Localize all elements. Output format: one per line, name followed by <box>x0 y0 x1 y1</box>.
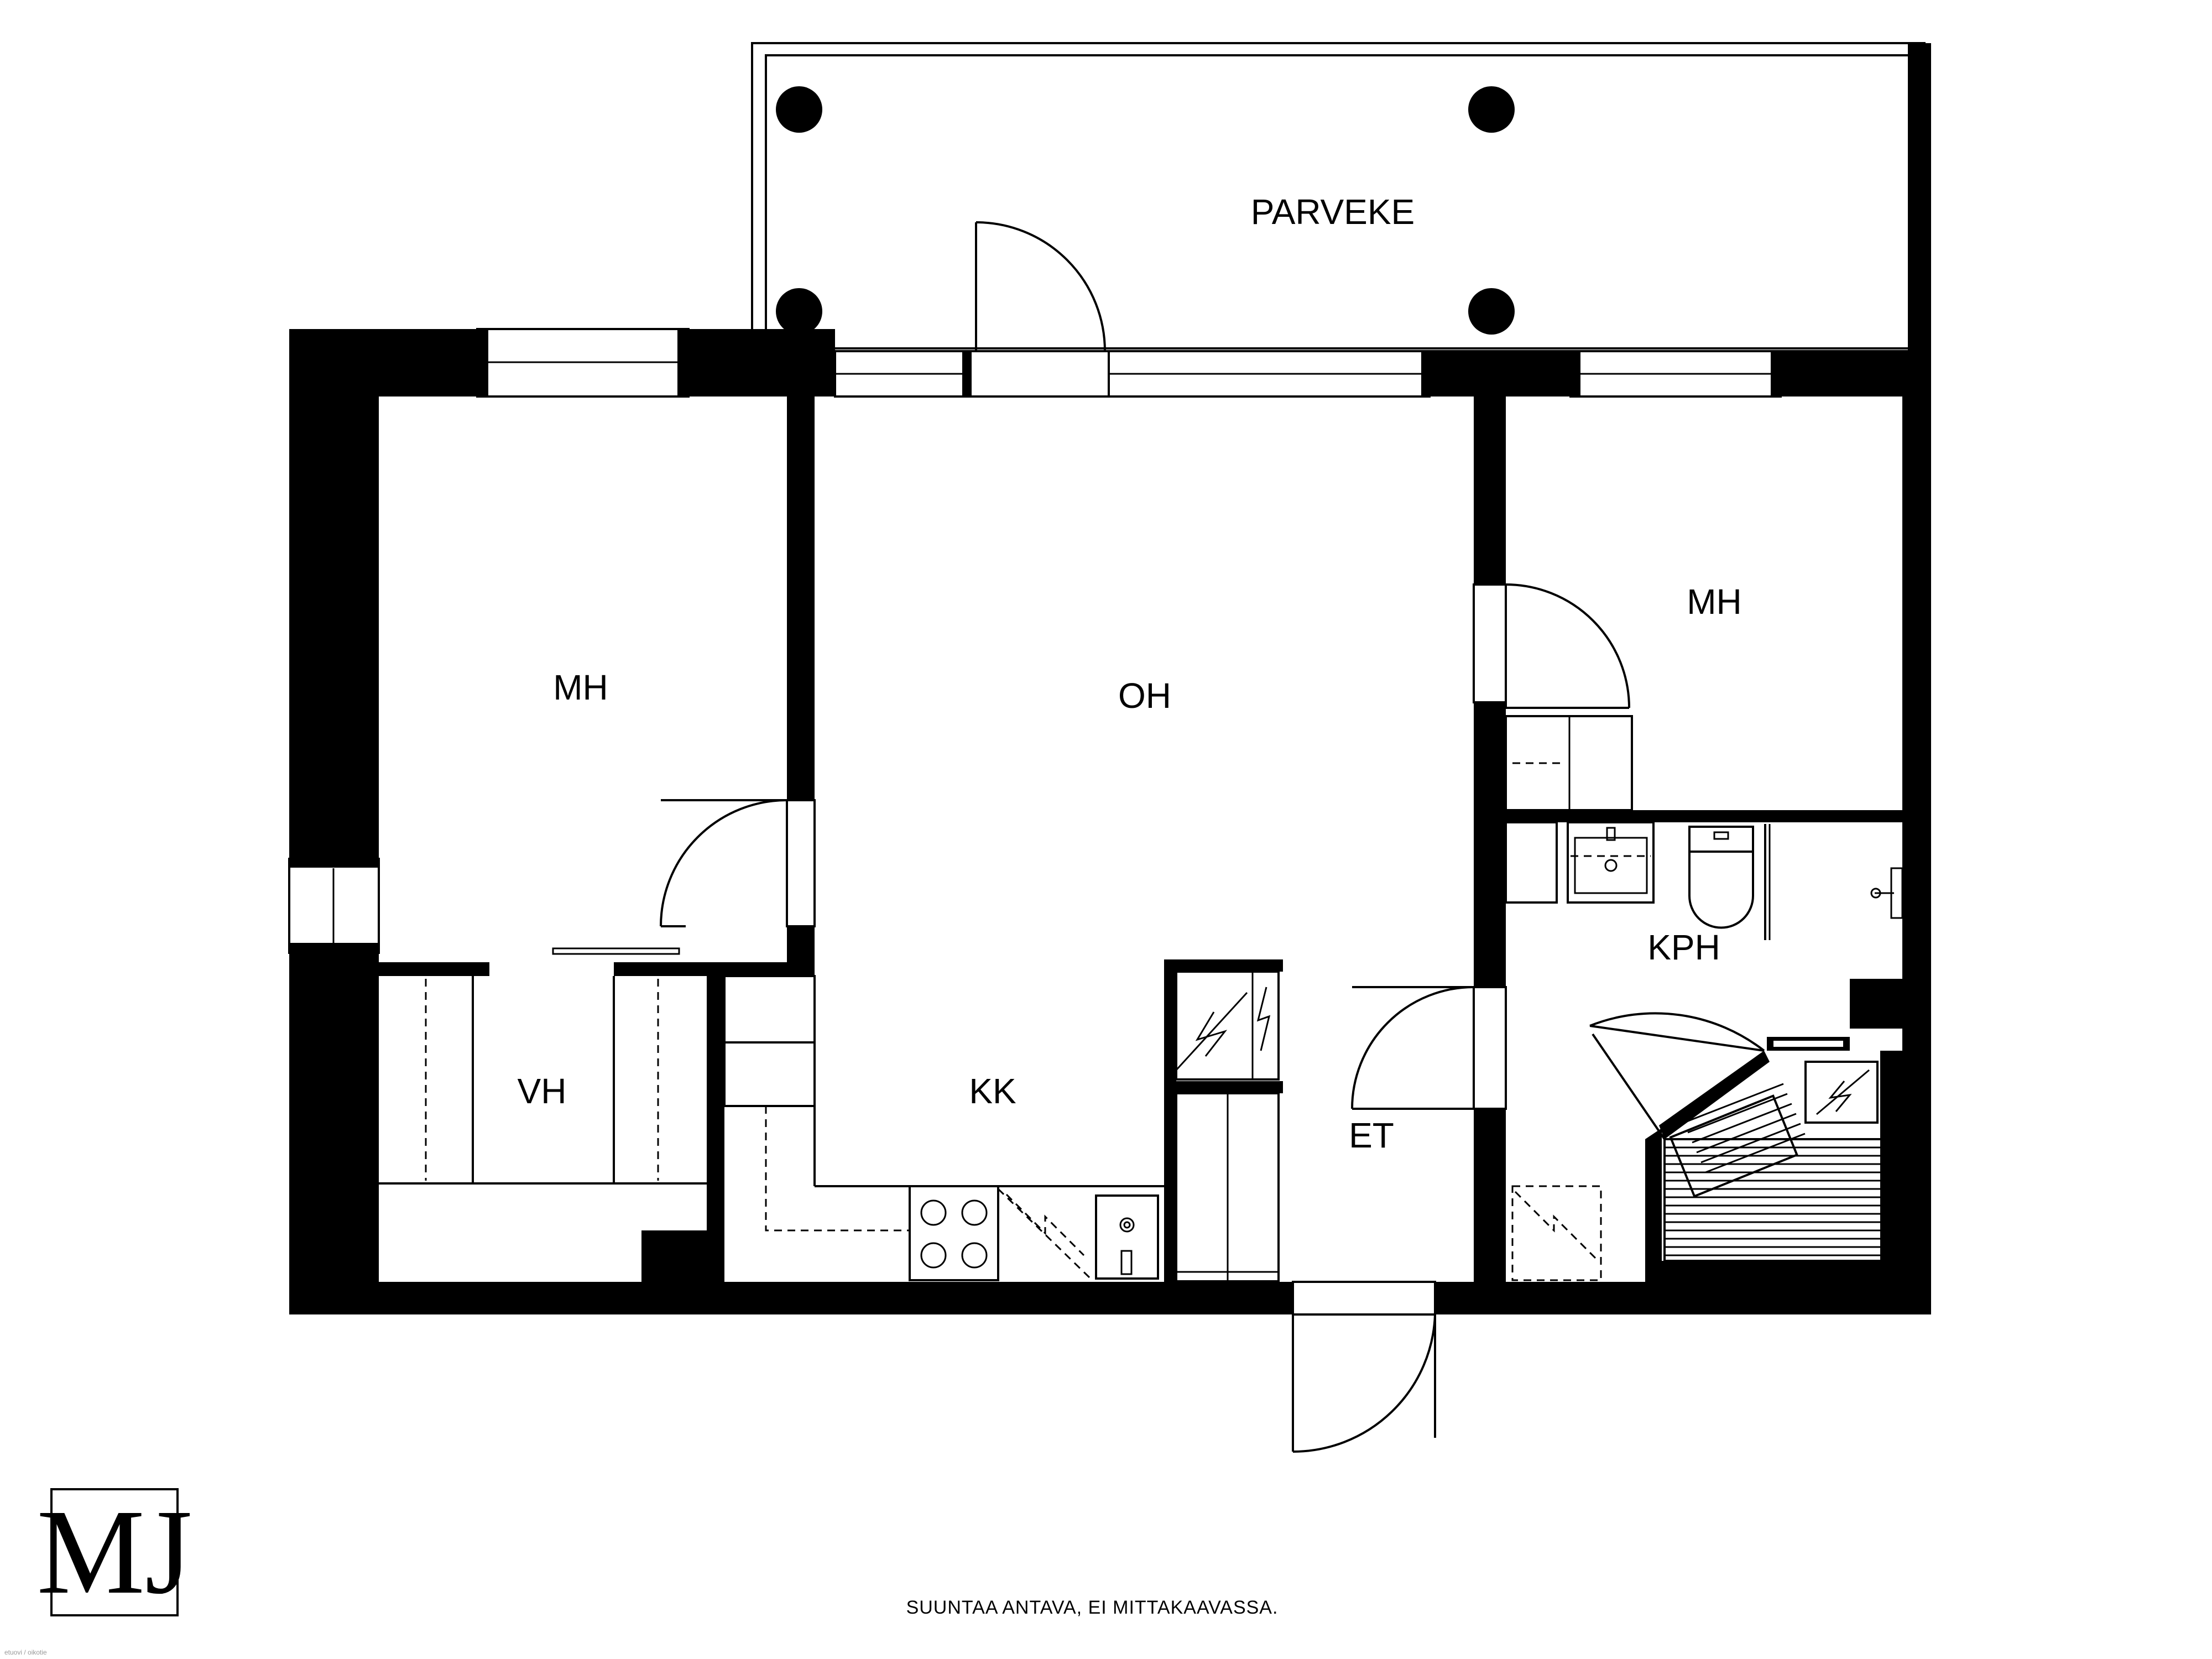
washbasin-icon <box>1567 821 1655 904</box>
balcony-door <box>969 221 1110 398</box>
stove-icon <box>909 1185 999 1281</box>
watermark: etuovi / oikotie <box>4 1648 47 1656</box>
entrance-hall: ET <box>1292 986 1507 1453</box>
disclaimer-caption: SUUNTAA ANTAVA, EI MITTAKAAVASSA. <box>906 1597 1279 1618</box>
window <box>1569 350 1782 398</box>
door-bedroom-left <box>660 799 816 927</box>
room-label-bedroom-right: MH <box>1687 582 1742 622</box>
company-logo: MJ <box>36 1484 192 1619</box>
sliding-door <box>552 947 680 955</box>
balcony-column <box>776 86 822 133</box>
exterior-walls <box>289 329 1931 1314</box>
kitchen: KK <box>723 971 1280 1282</box>
bedroom-right: MH <box>1473 582 1742 811</box>
logo-text: MJ <box>36 1484 192 1619</box>
fridge-icon <box>1175 971 1280 1081</box>
toilet-icon <box>1688 826 1754 929</box>
interior-walls <box>379 397 1902 1286</box>
bathroom: KPH <box>1505 821 1903 1286</box>
room-label-entrance-hall: ET <box>1349 1115 1394 1155</box>
balcony: PARVEKE <box>751 42 1931 353</box>
window <box>476 328 690 398</box>
window <box>1108 350 1431 398</box>
room-label-balcony: PARVEKE <box>1251 192 1415 232</box>
room-label-living-room: OH <box>1118 676 1171 716</box>
washing-machine-icon <box>1511 1185 1602 1281</box>
balcony-column <box>1468 86 1515 133</box>
room-label-bathroom: KPH <box>1647 927 1720 967</box>
sink-icon <box>1095 1194 1159 1280</box>
walk-in-closet: VH <box>379 976 707 1185</box>
window <box>834 350 972 398</box>
room-label-kitchen: KK <box>969 1071 1016 1111</box>
dishwasher-icon <box>997 1188 1091 1279</box>
room-label-bedroom-left: MH <box>553 667 608 707</box>
shower-tap-icon <box>1870 867 1903 919</box>
balcony-column <box>1468 288 1515 335</box>
window <box>288 858 380 954</box>
room-label-walk-in-closet: VH <box>518 1071 567 1111</box>
balcony-column <box>776 288 822 335</box>
sauna <box>1589 1012 1902 1286</box>
